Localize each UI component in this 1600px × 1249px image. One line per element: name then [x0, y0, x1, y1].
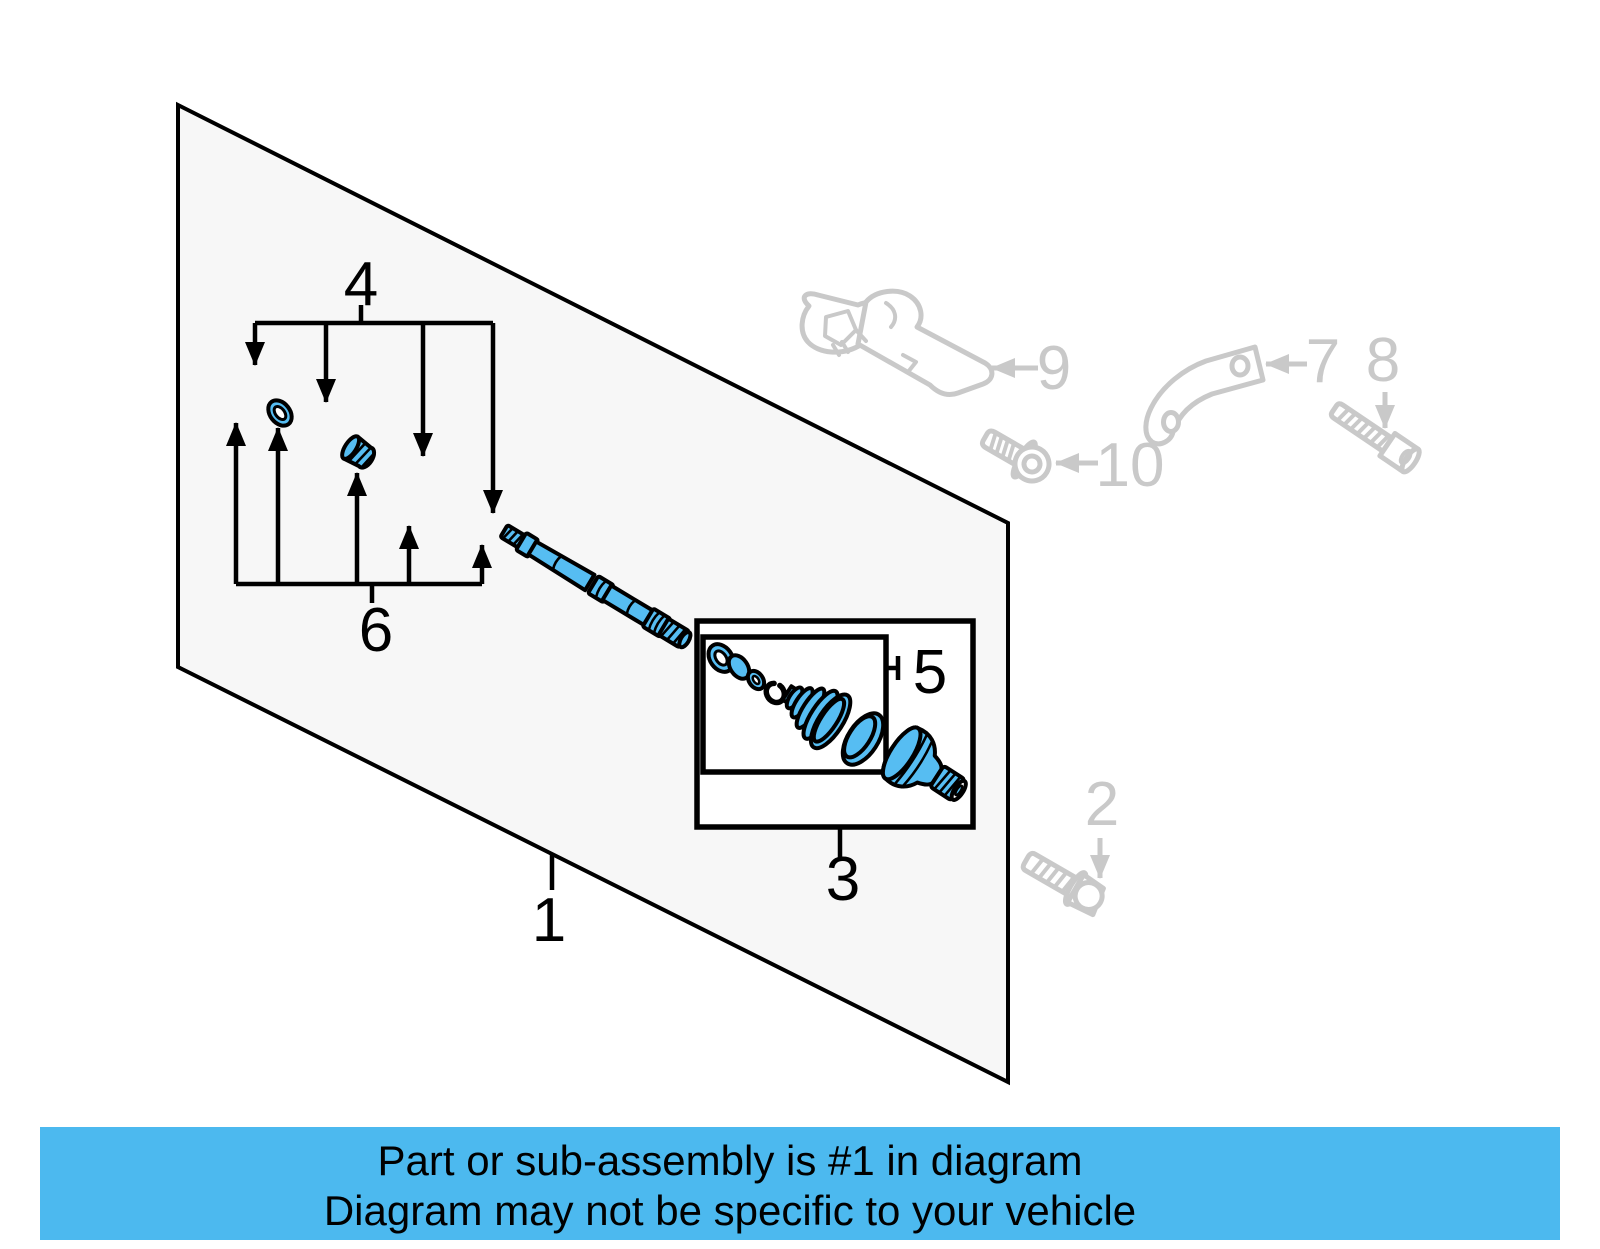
callout-6: 6 — [226, 422, 492, 665]
callout-7-label: 7 — [1306, 327, 1340, 396]
boot-band-large-part — [840, 711, 886, 767]
callout-4: 4 — [245, 250, 503, 514]
callout-3: 3 — [826, 827, 860, 914]
callout-3-label: 3 — [826, 845, 860, 914]
banner-line-2: Diagram may not be specific to your vehi… — [323, 1187, 1137, 1234]
callout-8-label: 8 — [1366, 326, 1400, 395]
callout-5-label: 5 — [913, 638, 947, 707]
cv-boot-part — [780, 684, 853, 751]
heat-shield-part — [799, 288, 995, 398]
bracket-bolt-part — [1328, 401, 1422, 475]
circlip-part — [763, 680, 788, 706]
callout-4-label: 4 — [344, 250, 378, 319]
callout-7: 7 — [1265, 327, 1340, 396]
banner-line-1: Part or sub-assembly is #1 in diagram — [377, 1137, 1083, 1184]
axle-shaft-part — [499, 523, 693, 650]
notice-banner: Part or sub-assembly is #1 in diagram Di… — [40, 1127, 1560, 1240]
grease-cap-part — [340, 434, 377, 470]
shield-bolt-part — [979, 428, 1052, 484]
callout-9: 9 — [991, 334, 1071, 403]
callout-1: 1 — [532, 855, 566, 955]
callout-5: 5 — [886, 638, 947, 707]
callout-2: 2 — [1085, 770, 1119, 879]
callout-8: 8 — [1366, 326, 1400, 429]
support-bracket-part — [1143, 344, 1266, 447]
snap-ring-part — [745, 668, 767, 692]
hub-bolt-part — [1020, 850, 1106, 918]
outer-cv-joint-part — [880, 725, 968, 802]
callout-1-label: 1 — [532, 886, 566, 955]
callout-9-label: 9 — [1037, 334, 1071, 403]
retaining-ring-part — [266, 398, 294, 428]
callout-6-label: 6 — [359, 596, 393, 665]
callout-2-label: 2 — [1085, 770, 1119, 839]
